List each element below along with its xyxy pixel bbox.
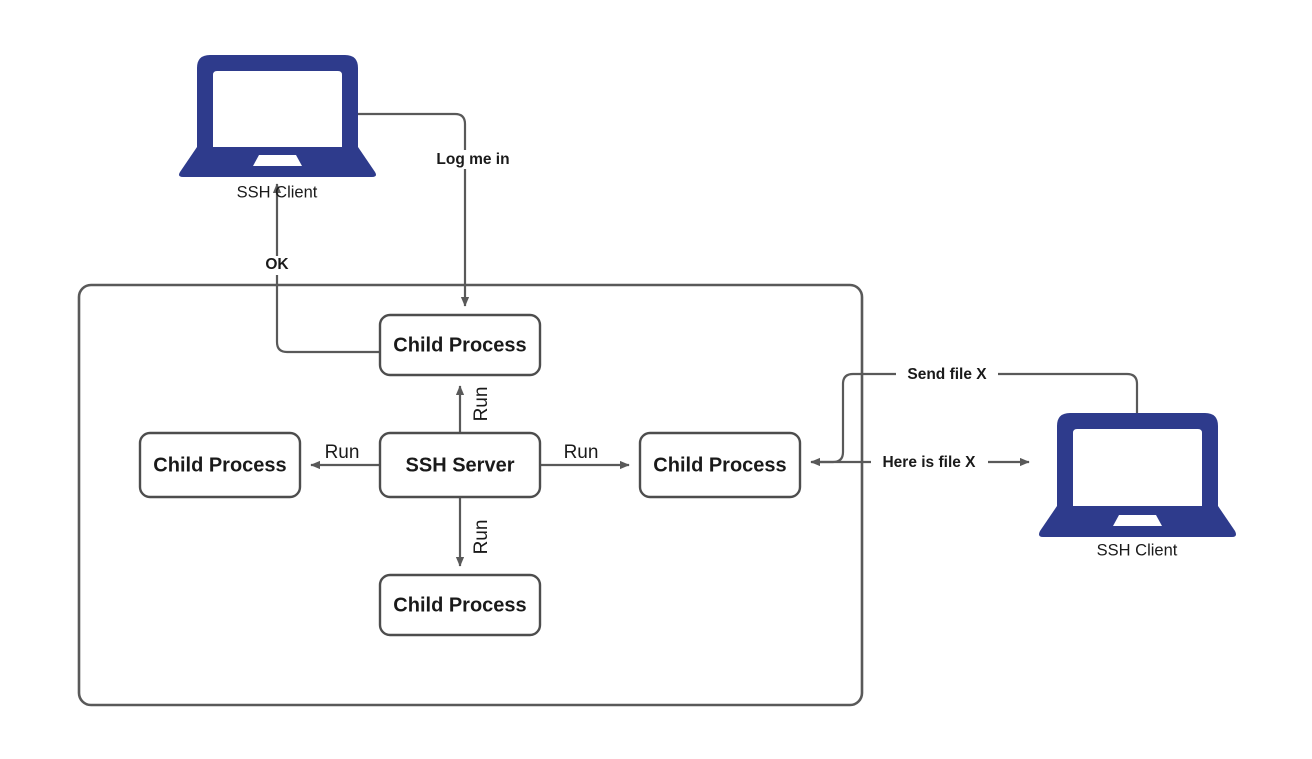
node-child-process-left[interactable]: Child Process bbox=[138, 431, 302, 499]
laptop-right-icon[interactable]: SSH Client bbox=[1039, 413, 1236, 559]
edge-label-run-up: Run bbox=[470, 382, 492, 426]
node-box bbox=[138, 431, 302, 499]
node-ssh-server[interactable]: SSH Server bbox=[378, 431, 542, 499]
svg-text:Send file X: Send file X bbox=[907, 366, 987, 383]
node-box bbox=[378, 313, 542, 377]
laptop-screen-icon bbox=[1057, 413, 1218, 507]
connector-ok bbox=[272, 183, 380, 354]
laptop-trackpad-icon bbox=[1113, 515, 1162, 526]
edge-label-send-file-x: Send file X bbox=[896, 365, 998, 384]
svg-text:Log me in: Log me in bbox=[436, 151, 509, 168]
laptop-left-label: SSH Client bbox=[237, 183, 318, 201]
node-label: SSH Server bbox=[406, 454, 515, 476]
edge-label-here-is-file-x: Here is file X bbox=[871, 453, 988, 472]
ssh-server-host-boundary bbox=[77, 283, 864, 707]
connector-send-file-x bbox=[810, 372, 1139, 467]
svg-text:Run: Run bbox=[471, 520, 492, 555]
node-label: Child Process bbox=[653, 454, 786, 476]
node-box bbox=[378, 431, 542, 499]
node-label: Child Process bbox=[393, 334, 526, 356]
laptop-screen-icon bbox=[197, 55, 358, 148]
node-box bbox=[378, 573, 542, 637]
laptop-left-icon[interactable]: SSH Client bbox=[179, 55, 376, 201]
laptop-trackpad-icon bbox=[253, 155, 302, 166]
svg-text:OK: OK bbox=[265, 256, 289, 273]
connector-log-me-in bbox=[358, 112, 470, 307]
svg-text:Run: Run bbox=[471, 387, 492, 422]
node-child-process-top[interactable]: Child Process bbox=[378, 313, 542, 377]
node-child-process-bottom[interactable]: Child Process bbox=[378, 573, 542, 637]
svg-text:Run: Run bbox=[325, 442, 360, 463]
node-box bbox=[638, 431, 802, 499]
node-child-process-right[interactable]: Child Process bbox=[638, 431, 802, 499]
edge-label-ok: OK bbox=[261, 256, 292, 275]
node-label: Child Process bbox=[393, 594, 526, 616]
edge-label-run-right: Run bbox=[559, 441, 603, 463]
edge-label-run-down: Run bbox=[470, 515, 492, 559]
laptop-right-label: SSH Client bbox=[1097, 541, 1178, 559]
svg-text:Here is file X: Here is file X bbox=[882, 454, 976, 471]
edge-label-run-left: Run bbox=[320, 441, 364, 463]
edge-label-log-me-in: Log me in bbox=[414, 150, 510, 169]
svg-text:Run: Run bbox=[564, 442, 599, 463]
node-label: Child Process bbox=[153, 454, 286, 476]
